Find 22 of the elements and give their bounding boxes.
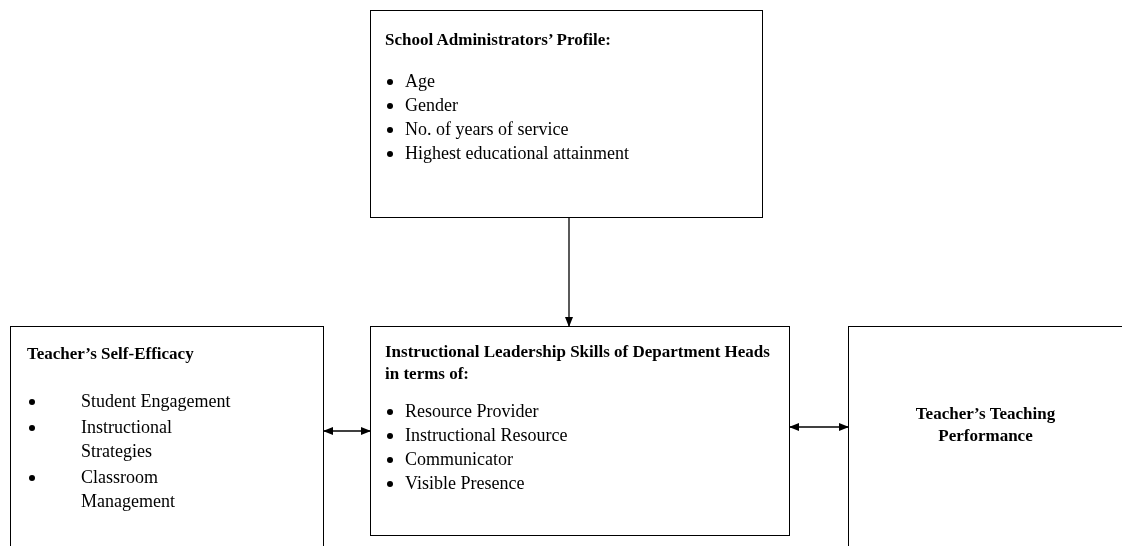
arrow (323, 427, 371, 435)
bullet-item: Gender (385, 93, 748, 117)
arrow (789, 423, 849, 431)
bullet-item: Highest educational attainment (385, 141, 748, 165)
bullet-item: Student Engagement (27, 389, 231, 413)
box-heading: Instructional Leadership Skills of Department Heads in terms of: (385, 341, 771, 385)
text-box (370, 10, 763, 218)
bullet-item: Classroom Management (27, 465, 231, 513)
bullet-item: Resource Provider (385, 399, 775, 423)
bullet-item: No. of years of service (385, 117, 748, 141)
box-heading: School Administrators’ Profile: (385, 29, 612, 51)
text-box (10, 326, 324, 546)
text-box (848, 326, 1122, 546)
bullet-item: Visible Presence (385, 471, 775, 495)
bullet-item: Age (385, 69, 748, 93)
bullet-item: Instructional Strategies (27, 415, 231, 463)
box-heading: Teacher’s Self-Efficacy (27, 343, 195, 365)
bullet-item: Communicator (385, 447, 775, 471)
arrow (565, 217, 573, 327)
text-box (370, 326, 790, 536)
box-heading: Teacher’s Teaching Performance (914, 403, 1057, 447)
bullet-item: Instructional Resource (385, 423, 775, 447)
